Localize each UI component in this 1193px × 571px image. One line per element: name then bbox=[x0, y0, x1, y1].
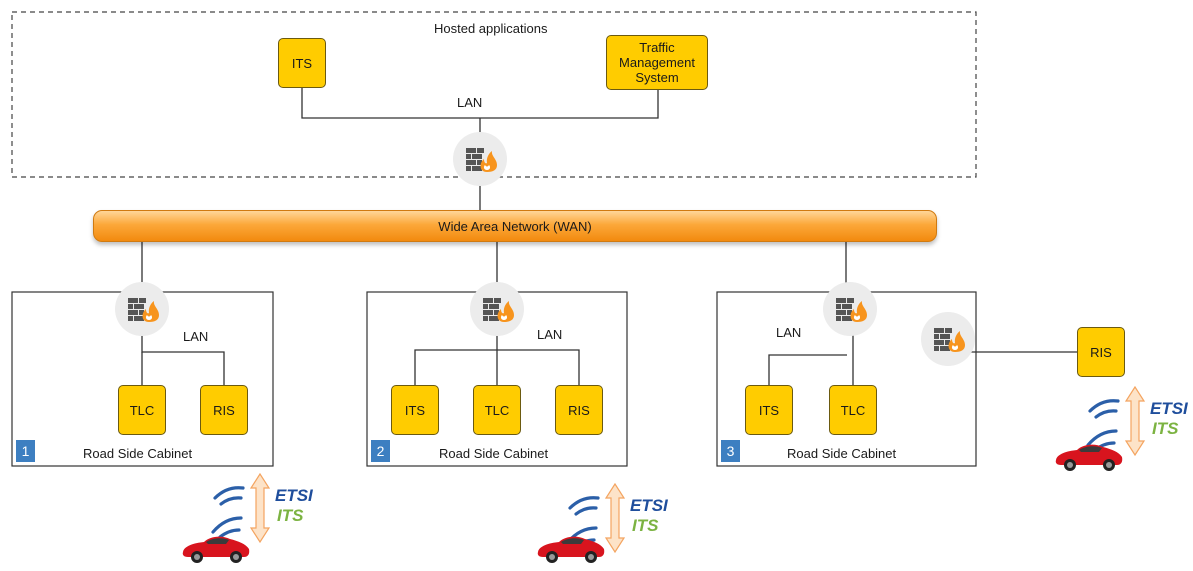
cabinet-1-lan-label: LAN bbox=[183, 329, 209, 344]
bidirectional-arrow-icon bbox=[249, 472, 271, 544]
cabinet-3-lan-label: LAN bbox=[776, 325, 802, 340]
cabinet-2-badge: 2 bbox=[371, 440, 390, 462]
cabinet-3-its-node: ITS bbox=[745, 385, 793, 435]
car-icon bbox=[537, 536, 605, 563]
etsi-logo-text: ETSI bbox=[275, 486, 314, 505]
bidirectional-arrow-icon bbox=[1124, 385, 1146, 457]
its-logo-text: ITS bbox=[1152, 419, 1179, 438]
cabinet-1-badge: 1 bbox=[16, 440, 35, 462]
etsi-logo-text: ETSI bbox=[1150, 399, 1189, 418]
cabinet-1-ris-node: RIS bbox=[200, 385, 248, 435]
signal-wave-icon bbox=[213, 486, 245, 500]
roadside-unit-3: ETSI ITS bbox=[1055, 383, 1193, 478]
cabinet-3-name: Road Side Cabinet bbox=[787, 446, 897, 461]
cabinet-1-tlc-node: TLC bbox=[118, 385, 166, 435]
wan-bar: Wide Area Network (WAN) bbox=[93, 210, 937, 242]
roadside-unit-2: ETSI ITS bbox=[537, 480, 690, 566]
hosted-title: Hosted applications bbox=[434, 21, 548, 36]
wan-label: Wide Area Network (WAN) bbox=[438, 218, 592, 234]
etsi-logo-text: ETSI bbox=[630, 496, 669, 515]
car-icon bbox=[535, 530, 607, 571]
its-logo-text: ITS bbox=[632, 516, 659, 535]
firewall-icon bbox=[823, 282, 877, 336]
bidirectional-arrow-icon bbox=[604, 482, 626, 554]
signal-wave-icon bbox=[1088, 399, 1120, 413]
car-icon bbox=[180, 530, 252, 571]
cabinet-2-its-node: ITS bbox=[391, 385, 439, 435]
cabinet-2-tlc-node: TLC bbox=[473, 385, 521, 435]
cabinet-1-name: Road Side Cabinet bbox=[83, 446, 193, 461]
its-logo-text: ITS bbox=[277, 506, 304, 525]
firewall-icon bbox=[453, 132, 507, 186]
car-icon bbox=[182, 536, 250, 563]
cabinet-2-lan-label: LAN bbox=[537, 327, 563, 342]
firewall-icon bbox=[921, 312, 975, 366]
cabinet-3-tlc-node: TLC bbox=[829, 385, 877, 435]
hosted-lan-label: LAN bbox=[457, 95, 483, 110]
traffic-management-system-node: Traffic Management System bbox=[606, 35, 708, 90]
firewall-icon bbox=[115, 282, 169, 336]
external-ris-node: RIS bbox=[1077, 327, 1125, 377]
signal-wave-icon bbox=[568, 496, 600, 510]
cabinet-3-badge: 3 bbox=[721, 440, 740, 462]
cabinet-2-ris-node: RIS bbox=[555, 385, 603, 435]
car-icon bbox=[1053, 438, 1125, 479]
hosted-its-node: ITS bbox=[278, 38, 326, 88]
roadside-unit-1: ETSI ITS bbox=[182, 470, 335, 566]
firewall-icon bbox=[470, 282, 524, 336]
cabinet-2-name: Road Side Cabinet bbox=[439, 446, 549, 461]
car-icon bbox=[1055, 444, 1123, 471]
